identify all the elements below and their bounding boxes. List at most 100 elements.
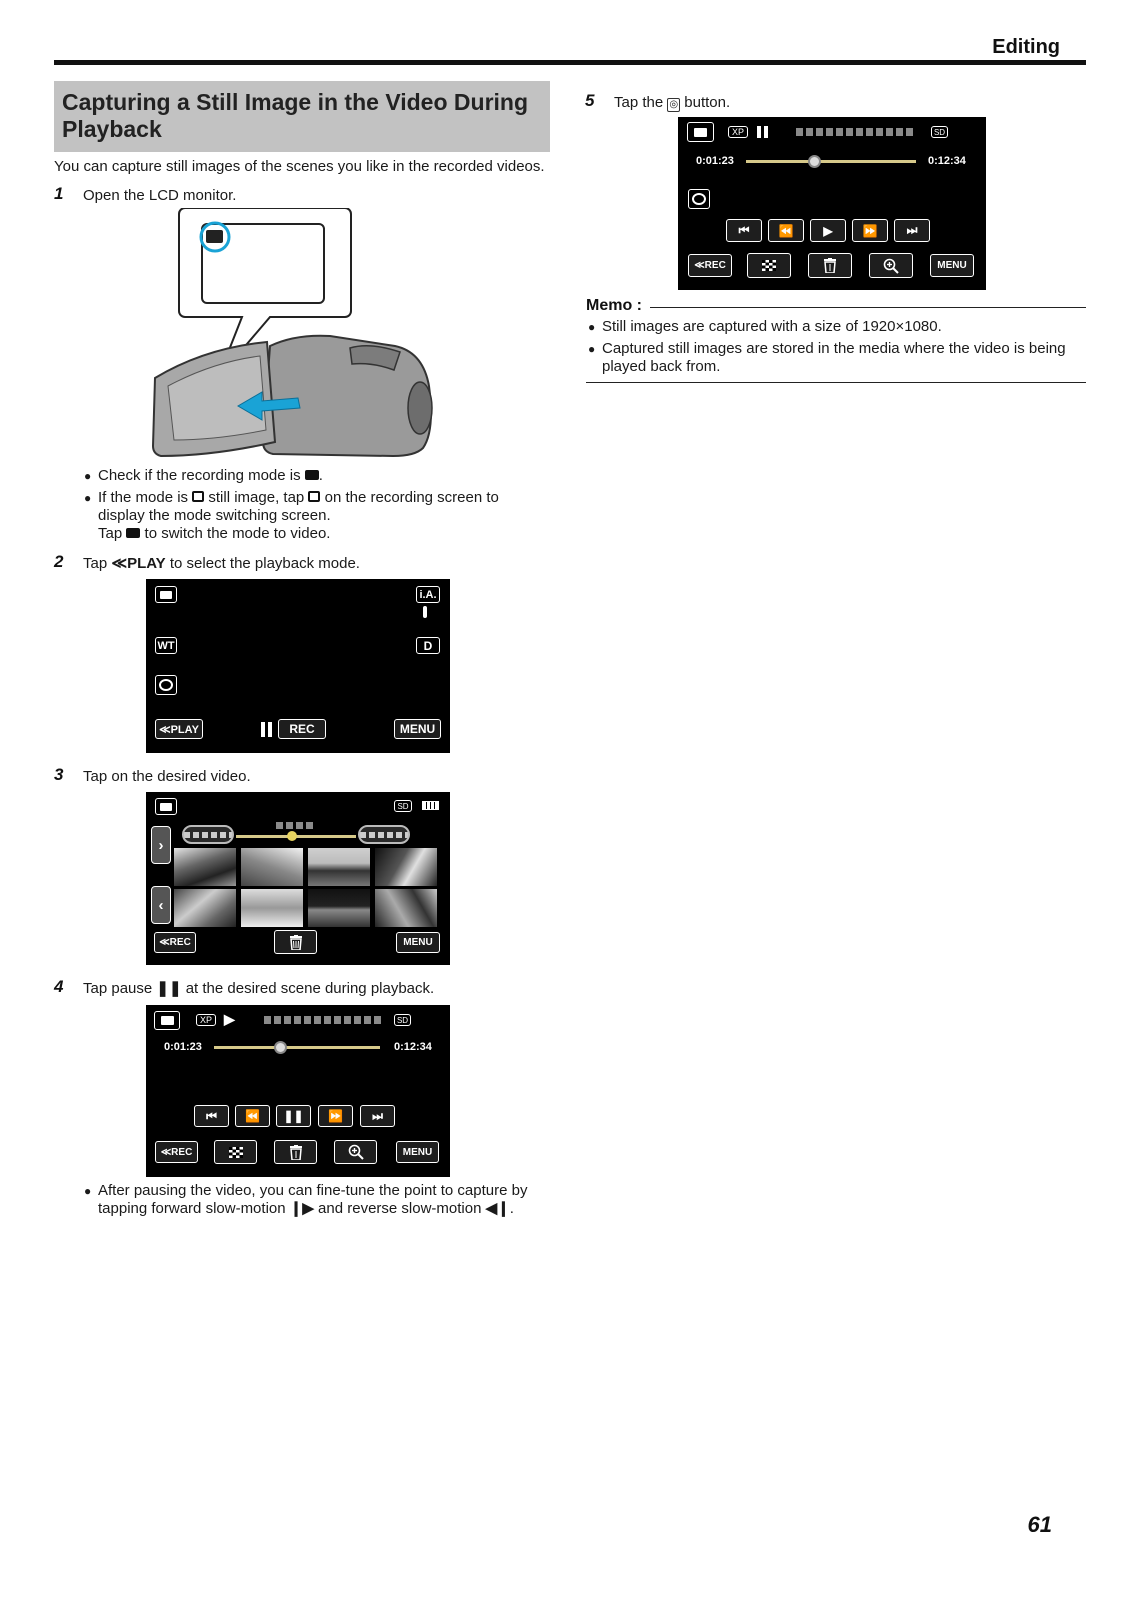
menu-button[interactable]: MENU: [394, 719, 441, 739]
step-1-bullet-2-line2: Tap to switch the mode to video.: [98, 525, 331, 542]
next-page-button[interactable]: ›: [151, 826, 171, 864]
step-4-text: Tap pause ❚❚ at the desired scene during…: [83, 980, 435, 997]
pause-button[interactable]: ❚❚: [276, 1105, 311, 1127]
seek-knob[interactable]: [808, 155, 821, 168]
index-grid-icon[interactable]: [214, 1140, 257, 1164]
step-5-number: 5: [585, 91, 595, 110]
thumbnail-7[interactable]: [308, 889, 370, 927]
prev-page-button[interactable]: ‹: [151, 886, 171, 924]
memo-item-2: ●Captured still images are stored in the…: [588, 340, 1066, 375]
thumbnail-6[interactable]: [241, 889, 303, 927]
rec-mode-button[interactable]: ≪REC: [154, 932, 196, 953]
play-status-icon: ▶: [224, 1011, 235, 1027]
camera-icon: [308, 491, 321, 502]
skip-forward-button[interactable]: ⏭: [894, 219, 930, 242]
ia-mode-icon[interactable]: i.A.: [416, 586, 440, 603]
step-1-number: 1: [54, 184, 64, 203]
time-elapsed: 0:01:23: [164, 1041, 202, 1053]
step-1-bullet-1: ●Check if the recording mode is .: [84, 467, 323, 484]
seek-bar[interactable]: [746, 160, 916, 163]
playback-screen-step4: XP ▶ SD 0:01:23 0:12:34 ⏮ ⏪ ❚❚ ⏩ ⏭ ≪REC …: [146, 1005, 450, 1177]
person-icon: [423, 606, 427, 618]
quality-xp-badge: XP: [196, 1014, 216, 1026]
camcorder-illustration: [151, 208, 433, 458]
skip-forward-button[interactable]: ⏭: [360, 1105, 395, 1127]
seek-bar[interactable]: [214, 1046, 380, 1049]
video-camera-icon[interactable]: [154, 1011, 180, 1030]
skip-back-button[interactable]: ⏮: [726, 219, 762, 242]
index-screen: SD › ‹ ≪REC MENU: [146, 792, 450, 965]
play-mode-button[interactable]: ≪PLAY: [155, 719, 203, 739]
title-box: Capturing a Still Image in the Video Dur…: [54, 81, 550, 152]
step-1-text: Open the LCD monitor.: [83, 187, 237, 204]
pause-icon: [261, 722, 265, 737]
quality-xp-badge: XP: [728, 126, 748, 138]
pause-status-icon-bar: [764, 126, 768, 138]
thumbnail-8[interactable]: [375, 889, 437, 927]
date-time-label: [264, 1016, 382, 1024]
intro-text: You can capture still images of the scen…: [54, 158, 545, 175]
menu-button[interactable]: MENU: [930, 254, 974, 277]
snapshot-button[interactable]: [688, 189, 710, 209]
rewind-button[interactable]: ⏪: [235, 1105, 270, 1127]
date-pill-left[interactable]: [182, 825, 234, 844]
menu-button[interactable]: MENU: [396, 1141, 439, 1163]
page-number: 61: [1027, 1512, 1052, 1537]
thumbnail-3[interactable]: [308, 848, 370, 886]
zoom-in-icon[interactable]: [869, 253, 913, 278]
rewind-button[interactable]: ⏪: [768, 219, 804, 242]
trash-icon[interactable]: [808, 253, 852, 278]
sd-icon: SD: [931, 126, 948, 138]
wt-button[interactable]: WT: [155, 637, 177, 654]
step-2-text: Tap ≪PLAY to select the playback mode.: [83, 555, 360, 572]
date-time-label: [796, 128, 916, 136]
video-camera-icon: [126, 528, 141, 538]
index-grid-icon[interactable]: [747, 253, 791, 278]
step-4-bullet: ●After pausing the video, you can fine-t…: [84, 1182, 528, 1217]
thumbnail-5[interactable]: [174, 889, 236, 927]
battery-icon: [422, 801, 439, 810]
step-3-text: Tap on the desired video.: [83, 768, 251, 785]
rec-mode-button[interactable]: ≪REC: [155, 1141, 198, 1163]
date-pill-right[interactable]: [358, 825, 410, 844]
header-rule: [54, 60, 1086, 65]
section-label: Editing: [992, 36, 1060, 58]
video-camera-icon[interactable]: [155, 586, 177, 603]
step-3-number: 3: [54, 765, 64, 784]
camera-icon[interactable]: [155, 675, 177, 695]
menu-button[interactable]: MENU: [396, 932, 440, 953]
d-button[interactable]: D: [416, 637, 440, 654]
zoom-in-icon[interactable]: [334, 1140, 377, 1164]
reverse-slow-motion-icon: ◀❙: [485, 1200, 510, 1217]
pause-icon-bar: [268, 722, 272, 737]
play-button[interactable]: ▶: [810, 219, 846, 242]
snapshot-icon: ◎: [667, 98, 681, 112]
thumbnail-1[interactable]: [174, 848, 236, 886]
memo-title: Memo :: [586, 297, 648, 315]
forward-slow-motion-icon: ❙▶: [289, 1200, 314, 1217]
video-camera-icon[interactable]: [155, 798, 177, 815]
page-title: Capturing a Still Image in the Video Dur…: [62, 89, 529, 142]
fast-forward-button[interactable]: ⏩: [852, 219, 888, 242]
step-4-number: 4: [54, 977, 64, 996]
memo-top-rule: [650, 307, 1086, 308]
fast-forward-button[interactable]: ⏩: [318, 1105, 353, 1127]
date-slider-knob[interactable]: [287, 831, 297, 841]
skip-back-button[interactable]: ⏮: [194, 1105, 229, 1127]
time-total: 0:12:34: [394, 1041, 432, 1053]
camera-icon: [192, 491, 205, 502]
step-2-number: 2: [54, 552, 64, 571]
pause-status-icon: [757, 126, 761, 138]
trash-icon[interactable]: [274, 1140, 317, 1164]
step-5-text: Tap the ◎ button.: [614, 94, 731, 112]
rec-mode-button[interactable]: ≪REC: [688, 254, 732, 277]
thumbnail-2[interactable]: [241, 848, 303, 886]
thumbnail-4[interactable]: [375, 848, 437, 886]
rec-button[interactable]: REC: [278, 719, 326, 739]
time-elapsed: 0:01:23: [696, 155, 734, 167]
date-label: [276, 822, 316, 829]
video-camera-icon[interactable]: [687, 122, 714, 142]
trash-icon[interactable]: [274, 930, 317, 954]
video-camera-icon: [304, 470, 319, 480]
seek-knob[interactable]: [274, 1041, 288, 1054]
